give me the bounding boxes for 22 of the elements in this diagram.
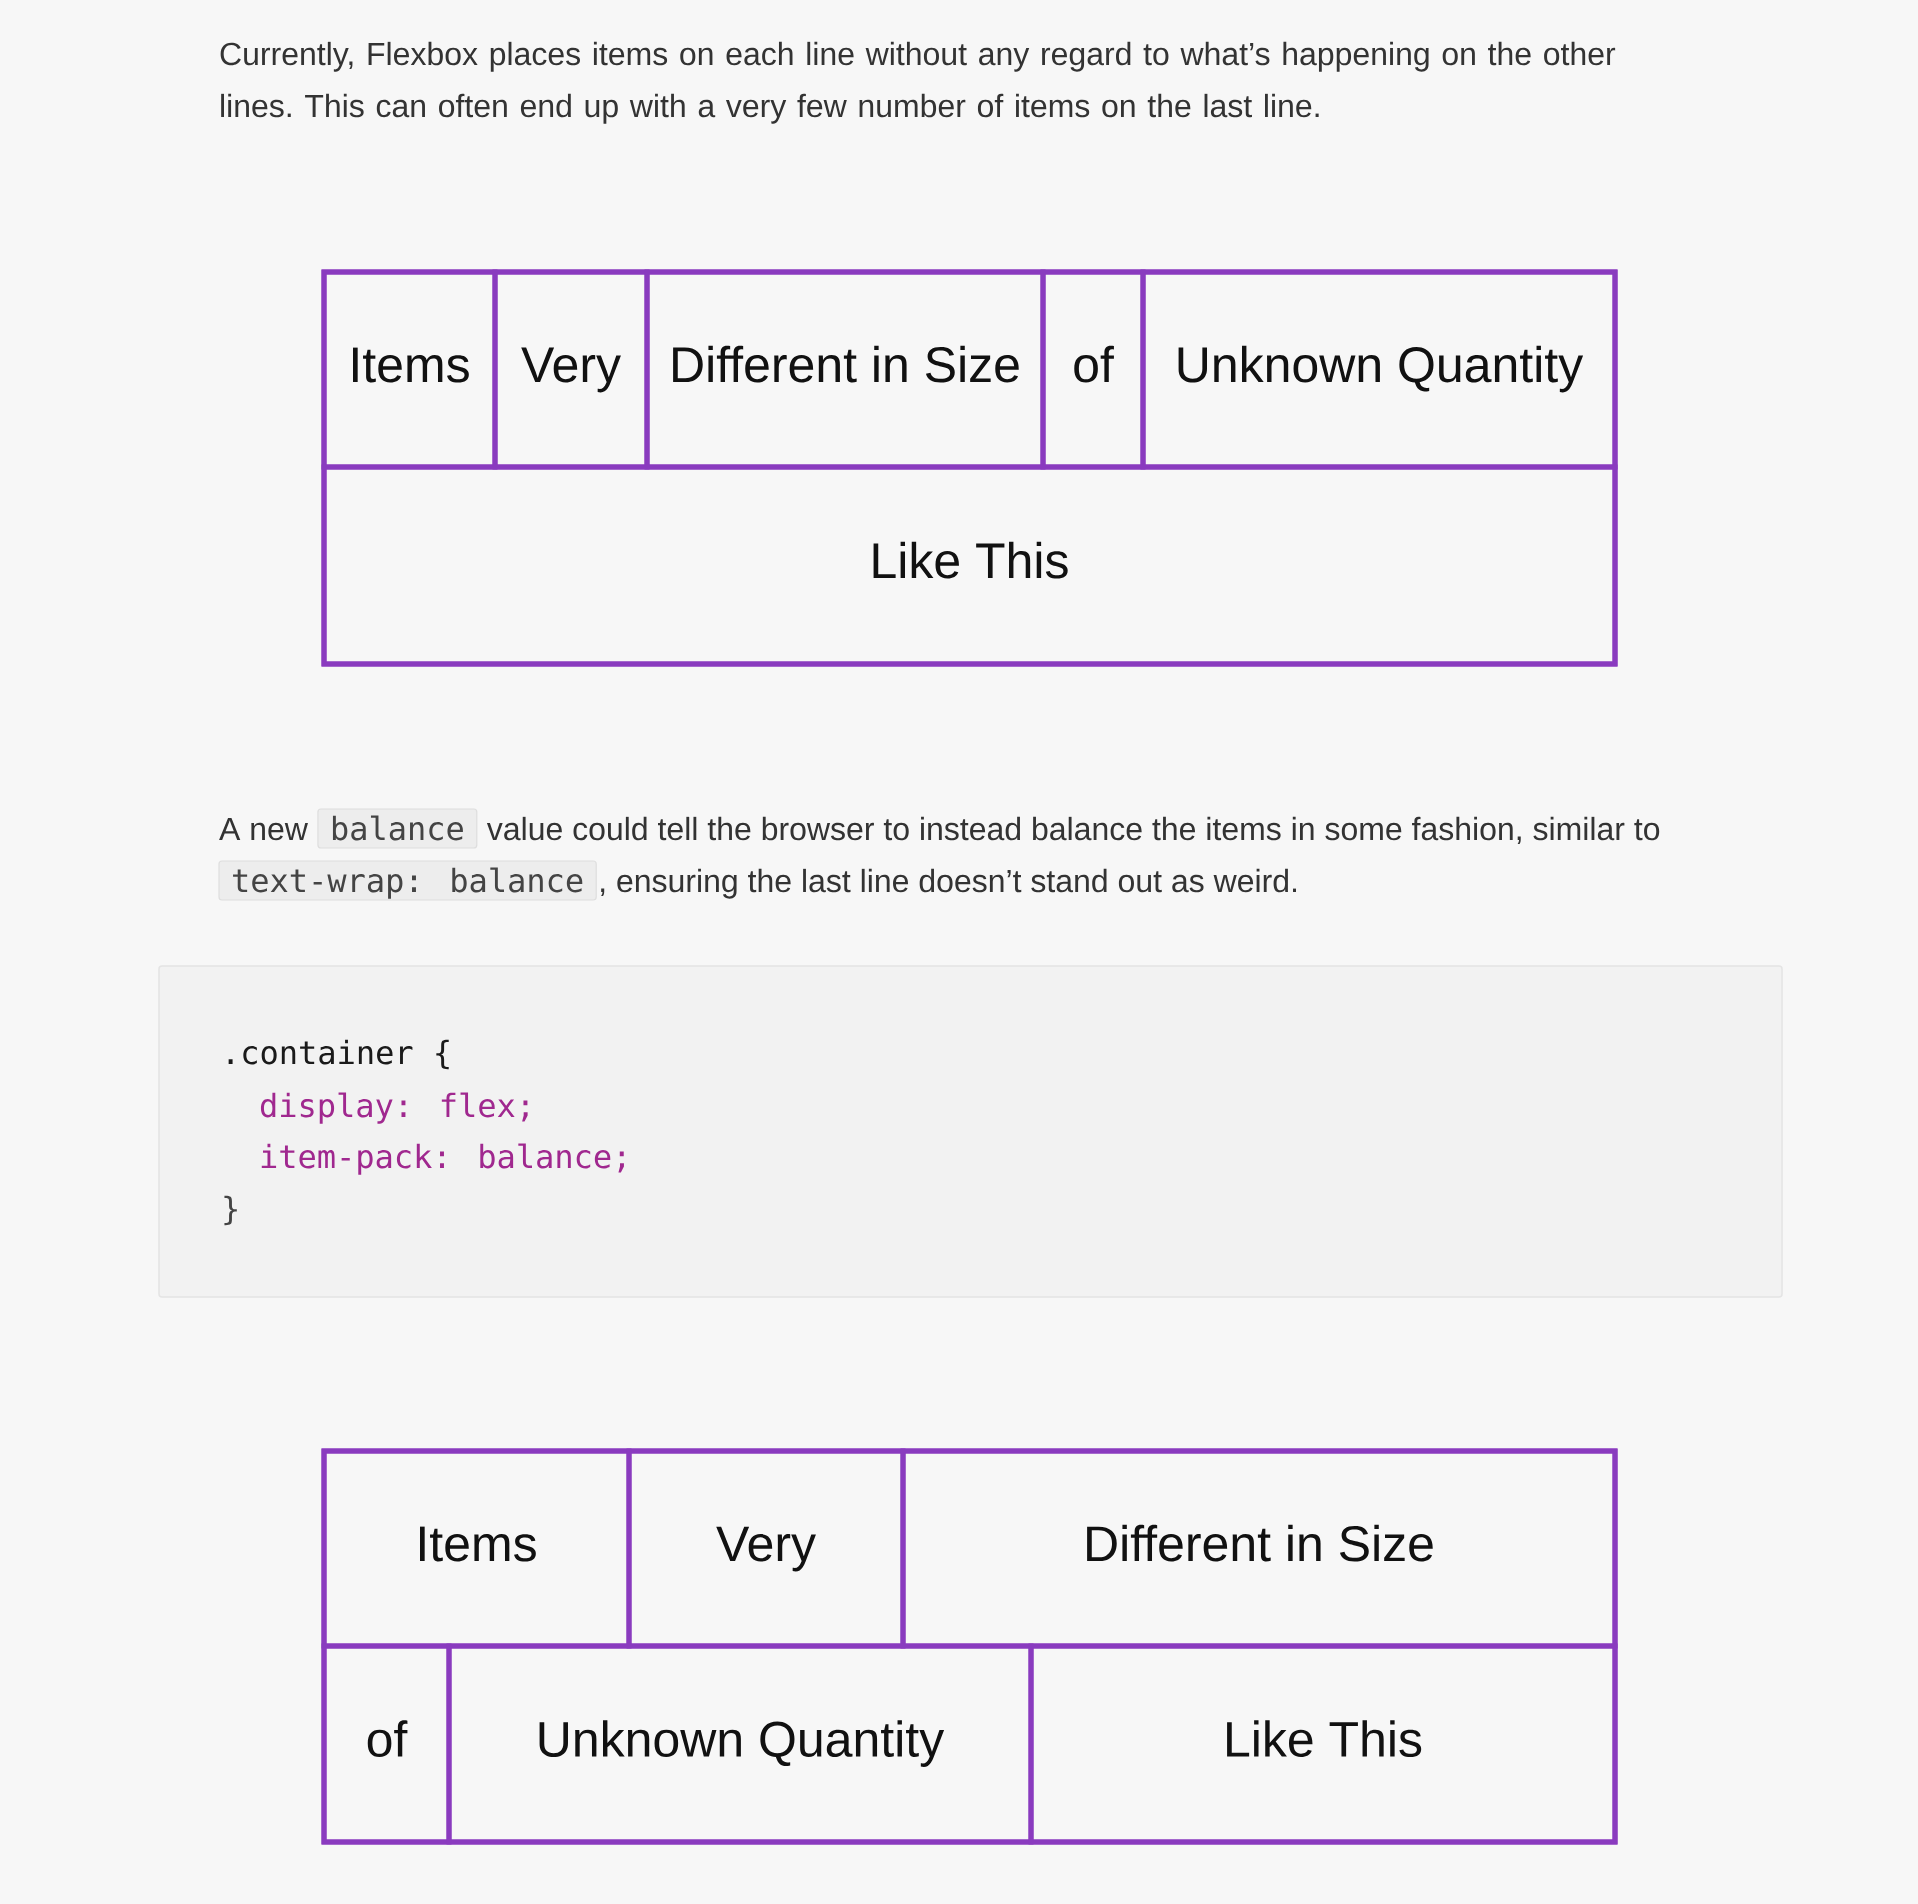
flex-item: Very: [492, 269, 650, 470]
code-line: }: [224, 1195, 237, 1226]
flex-item: of: [1040, 269, 1146, 470]
flex-item: Very: [626, 1448, 906, 1649]
paragraph-text: value could tell the browser to instead balance the items in some fashion, similar to: [486, 816, 1660, 845]
flex-item: of: [321, 1643, 452, 1845]
flex-item: Like This: [321, 464, 1618, 667]
paragraph-text: , ensuring the last line doesn’t stand out as weird.: [601, 868, 1297, 899]
flex-item: Unknown Quantity: [1140, 269, 1618, 470]
flex-item: Unknown Quantity: [446, 1643, 1034, 1845]
inline-code: balance: [317, 808, 478, 849]
inline-code: text-wrap: balance: [218, 860, 597, 901]
flex-item: Different in Size: [644, 269, 1046, 470]
code-line: item-pack: balance;: [261, 1143, 624, 1175]
code-line: display: flex;: [260, 1092, 528, 1124]
flex-item: Like This: [1028, 1643, 1618, 1845]
code-line: .container {: [228, 1039, 449, 1070]
flex-item: Items: [321, 269, 498, 470]
paragraph-text: A new: [219, 818, 308, 841]
flex-item: Items: [321, 1448, 632, 1649]
paragraph: Currently, Flexbox places items on each line without any regard to what’s happening on the other lines. This can often end up with a very few number of items on the last line.: [220, 41, 1616, 124]
flex-item: Different in Size: [900, 1448, 1618, 1649]
